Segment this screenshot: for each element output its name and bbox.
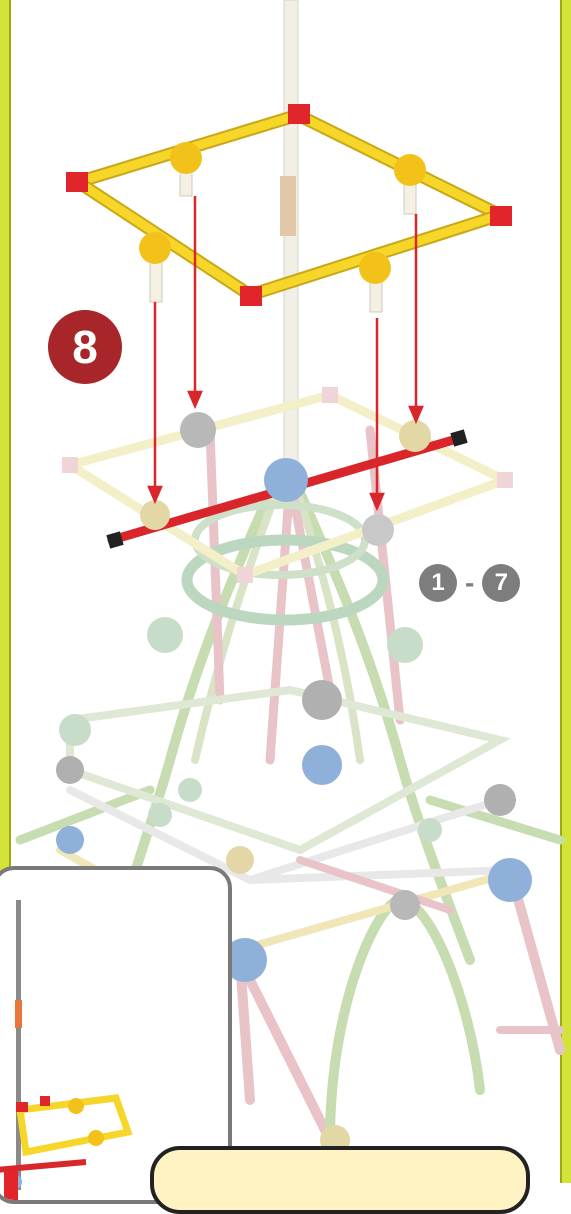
previous-steps-badge: 1 - 7 [419,562,521,604]
page-border-left [0,0,11,1183]
inset-illustration [0,900,133,1200]
range-end: 7 [482,564,521,602]
page-border-left-edge [9,0,11,1183]
instruction-note [150,1146,530,1214]
range-start: 1 [419,564,457,602]
step-number-badge: 8 [48,310,122,384]
page-border-right [560,0,571,1183]
page-border-right-edge [560,0,562,1183]
range-separator: - [465,567,475,598]
assembly-illustration [15,0,565,1155]
